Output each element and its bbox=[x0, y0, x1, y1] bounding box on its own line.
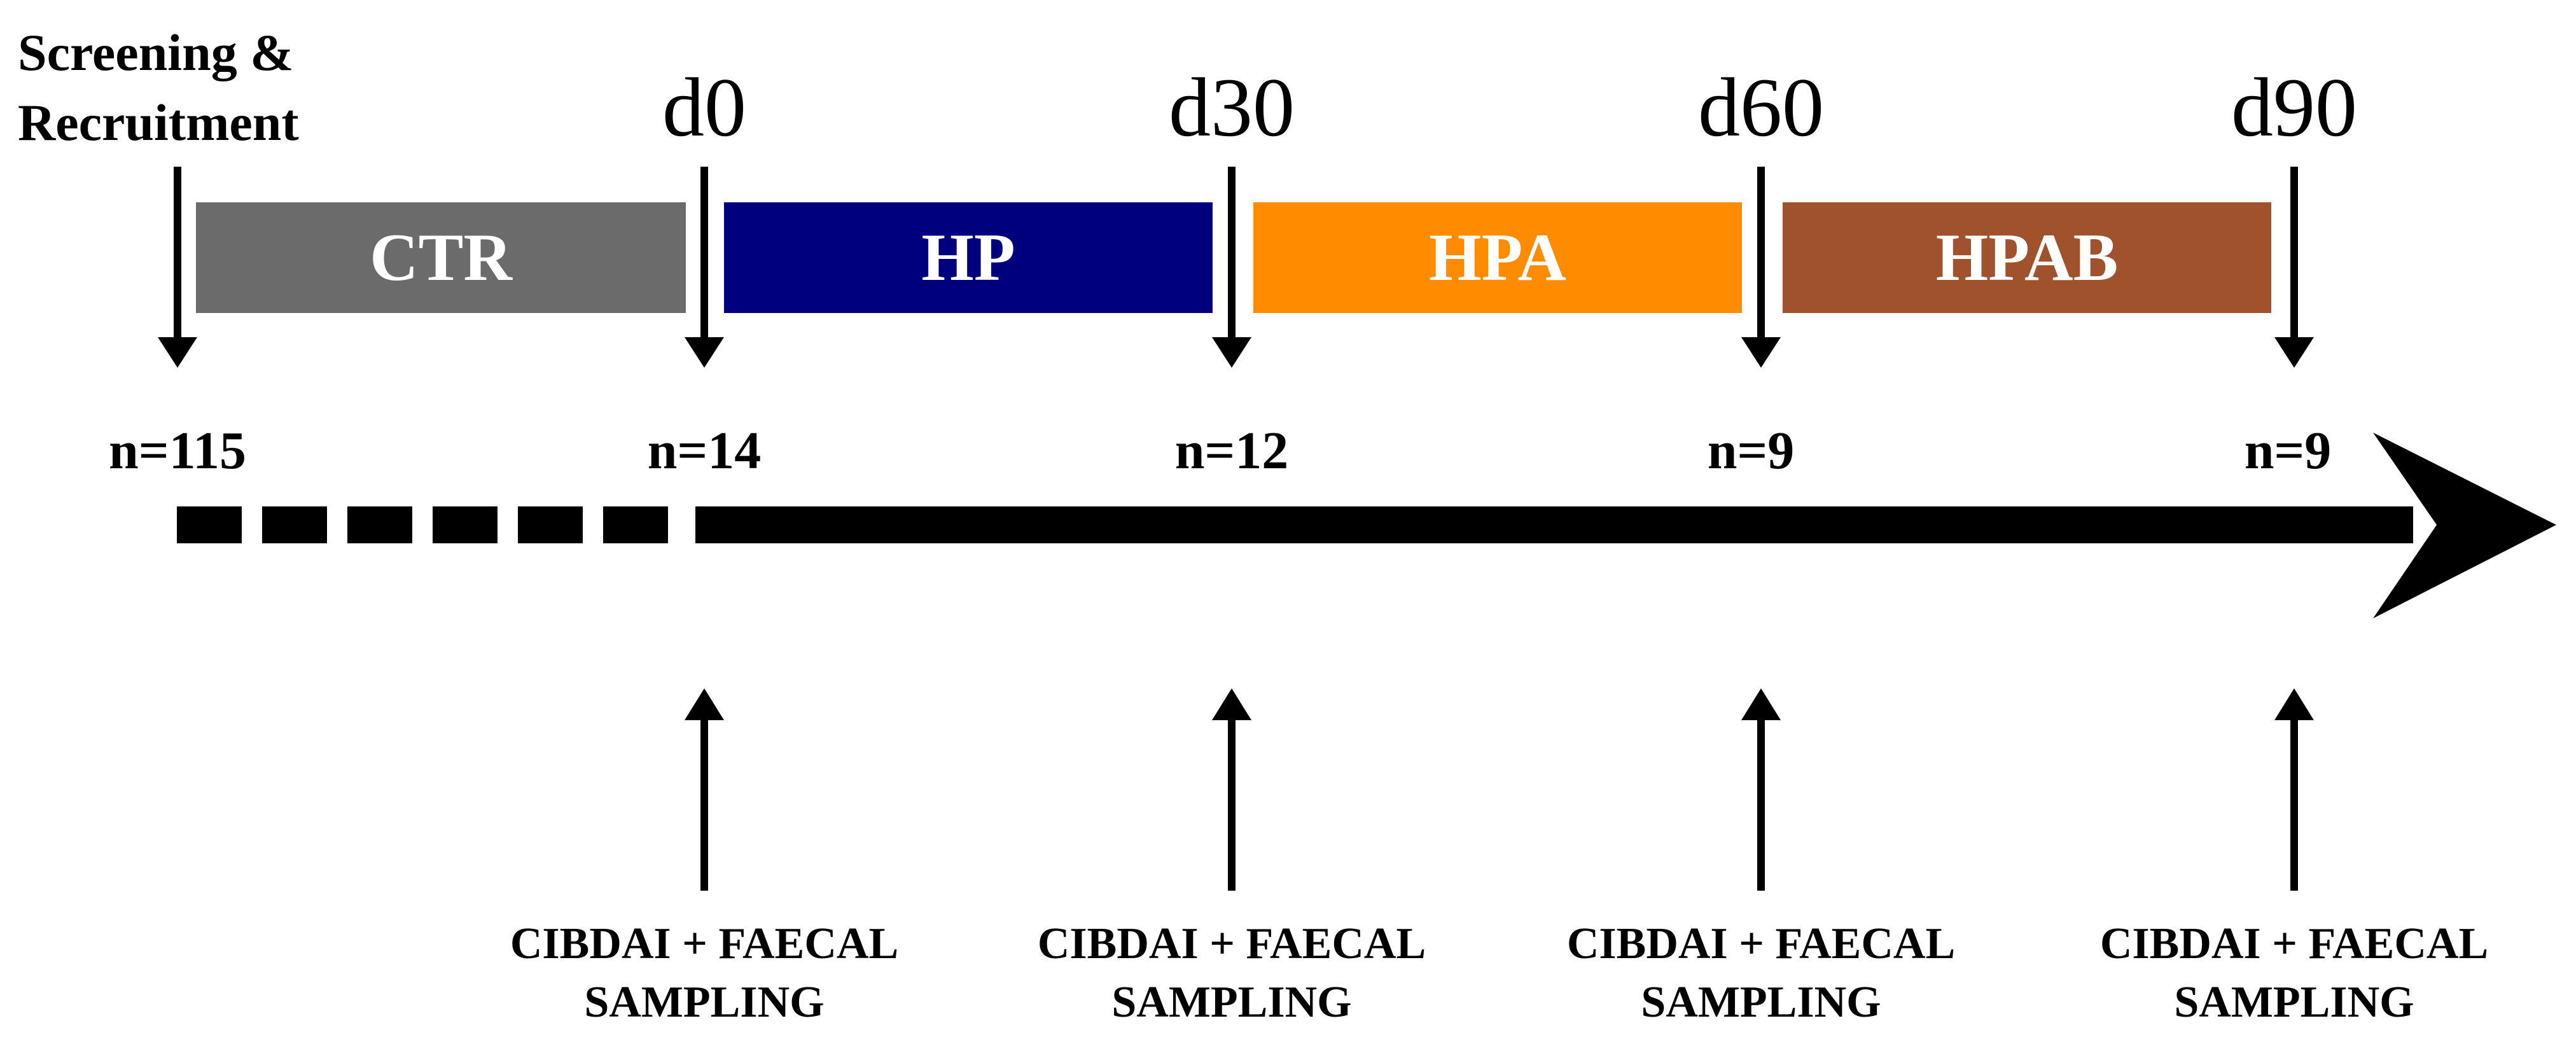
phase-label-hpab: HPAB bbox=[1935, 220, 2119, 295]
sampling-line-2: SAMPLING bbox=[2174, 978, 2414, 1027]
sampling-line-2: SAMPLING bbox=[584, 978, 825, 1027]
screening-line-1: Screening & bbox=[18, 24, 294, 81]
sampling-line-2: SAMPLING bbox=[1641, 978, 1881, 1027]
sampling-line-1: CIBDAI + FAECAL bbox=[2099, 919, 2489, 968]
day-label-d60: d60 bbox=[1698, 60, 1824, 154]
down-arrow-screening bbox=[158, 167, 197, 368]
up-arrow-d30 bbox=[1212, 688, 1251, 891]
dashed-timeline-segment bbox=[177, 506, 668, 543]
down-arrow-d30 bbox=[1212, 167, 1251, 368]
up-arrow-d90 bbox=[2274, 688, 2314, 891]
main-timeline-arrow bbox=[695, 433, 2556, 618]
up-arrow-d60 bbox=[1741, 688, 1781, 891]
count-d60: n=9 bbox=[1707, 421, 1795, 480]
count-d0: n=14 bbox=[647, 421, 762, 480]
screening-line-2: Recruitment bbox=[18, 94, 299, 151]
count-screening: n=115 bbox=[109, 421, 246, 480]
count-d90: n=9 bbox=[2244, 421, 2332, 480]
sampling-line-1: CIBDAI + FAECAL bbox=[510, 919, 899, 968]
day-label-d30: d30 bbox=[1169, 60, 1295, 154]
phase-label-hpa: HPA bbox=[1429, 220, 1566, 295]
count-d30: n=12 bbox=[1174, 421, 1289, 480]
sampling-line-1: CIBDAI + FAECAL bbox=[1037, 919, 1426, 968]
phase-bar-hpa bbox=[1253, 202, 1742, 313]
day-label-d0: d0 bbox=[662, 60, 746, 154]
phase-bar-hpab bbox=[1783, 202, 2271, 313]
phase-label-ctr: CTR bbox=[370, 220, 512, 295]
sampling-label-d30: CIBDAI + FAECAL SAMPLING bbox=[1003, 915, 1461, 1032]
phase-label-hp: HP bbox=[921, 220, 1015, 295]
phase-bar-ctr bbox=[196, 202, 686, 313]
day-label-d90: d90 bbox=[2231, 60, 2357, 154]
sampling-line-1: CIBDAI + FAECAL bbox=[1566, 919, 1956, 968]
down-arrow-d90 bbox=[2274, 167, 2314, 368]
up-arrow-d0 bbox=[685, 688, 724, 891]
sampling-label-d60: CIBDAI + FAECAL SAMPLING bbox=[1532, 915, 1990, 1032]
sampling-label-d90: CIBDAI + FAECAL SAMPLING bbox=[2065, 915, 2523, 1032]
sampling-label-d0: CIBDAI + FAECAL SAMPLING bbox=[475, 915, 933, 1032]
down-arrow-d0 bbox=[685, 167, 724, 368]
screening-recruitment-label: Screening & Recruitment bbox=[18, 18, 374, 158]
phase-bar-hp bbox=[724, 202, 1213, 313]
down-arrow-d60 bbox=[1741, 167, 1781, 368]
sampling-line-2: SAMPLING bbox=[1111, 978, 1352, 1027]
